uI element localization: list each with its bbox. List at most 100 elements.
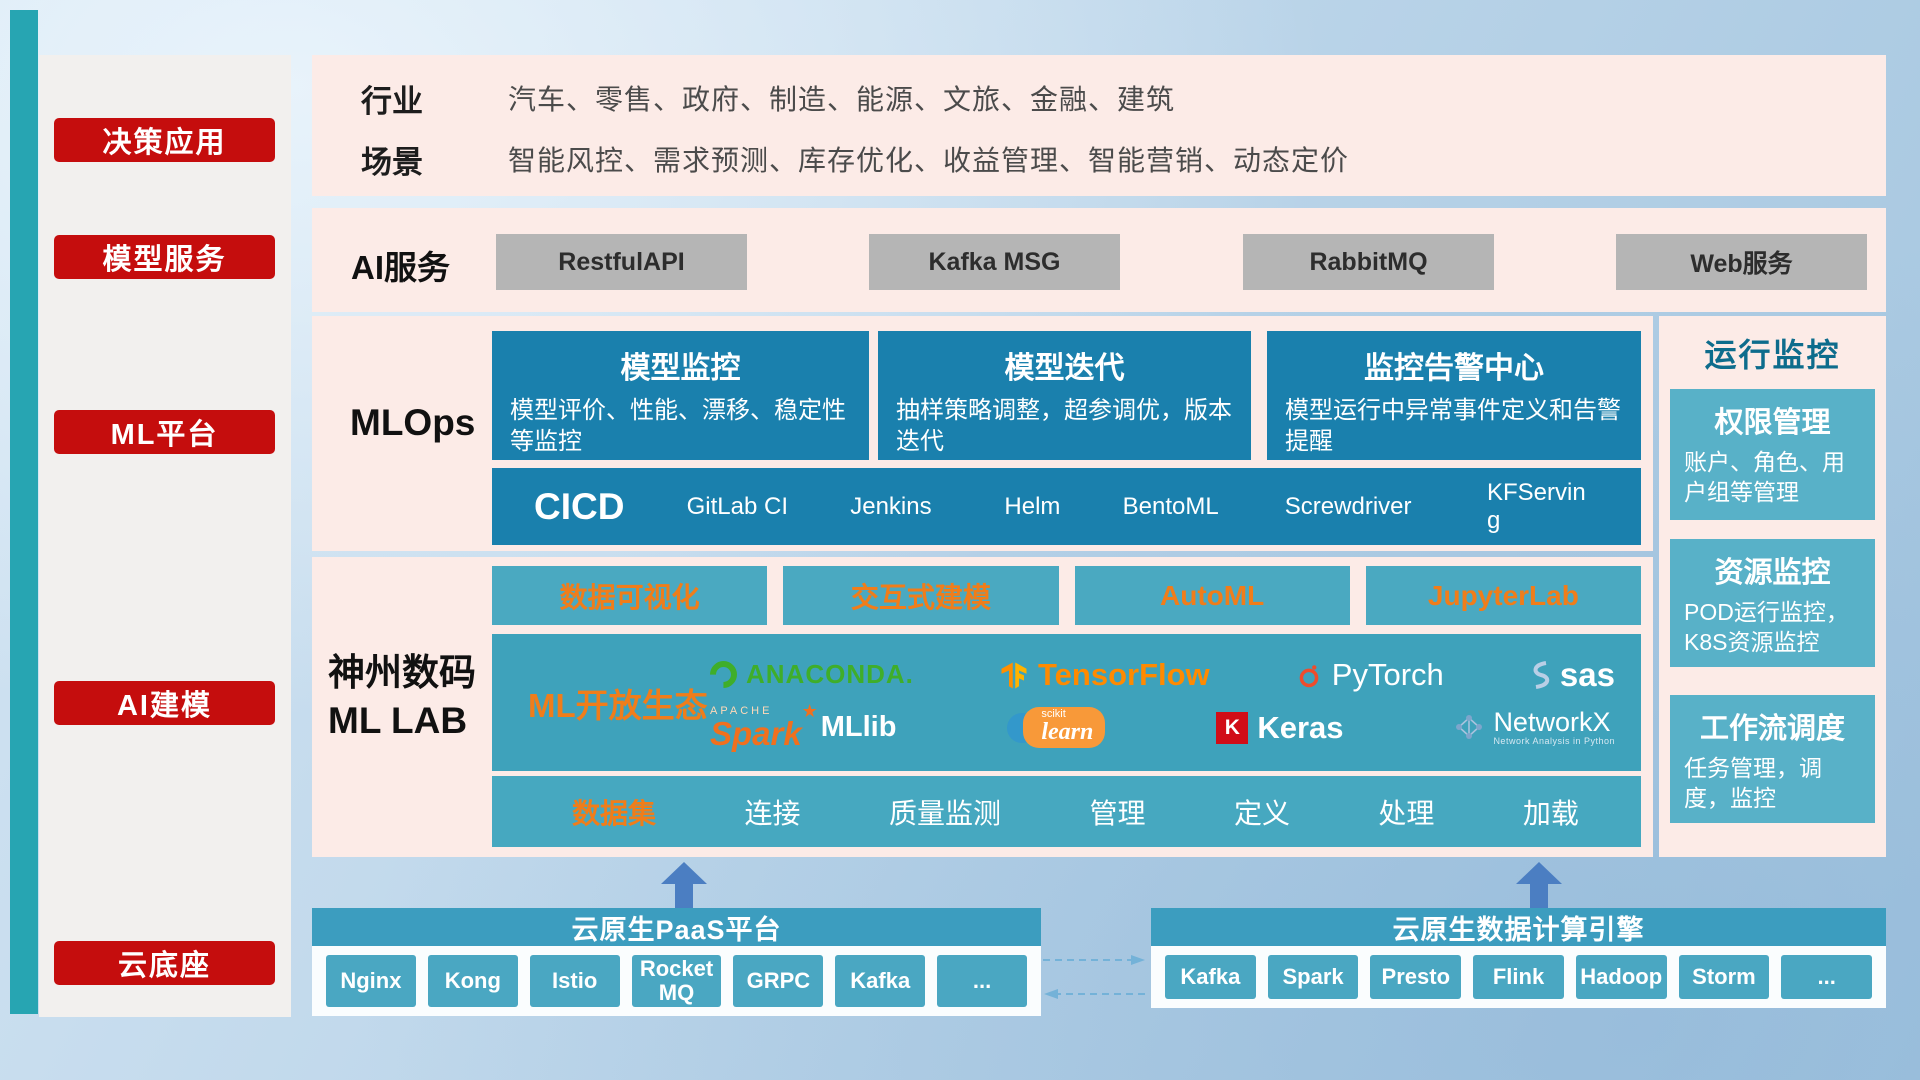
sidebar-item-ai-modeling: AI建模	[54, 681, 275, 725]
arrow-head	[1516, 862, 1562, 884]
pytorch-logo: PyTorch	[1295, 657, 1444, 693]
engine-spark: Spark	[1267, 955, 1359, 999]
card-desc: POD运行监控，K8S资源监控	[1684, 599, 1849, 656]
industry-scene-panel: 行业 汽车、零售、政府、制造、能源、文旅、金融、建筑 场景 智能风控、需求预测、…	[312, 55, 1886, 196]
tool-automl: AutoML	[1074, 566, 1350, 625]
dataset-connect: 连接	[744, 797, 801, 829]
card-desc: 账户、角色、用户组等管理	[1684, 449, 1845, 506]
pytorch-icon	[1299, 664, 1319, 687]
paas-istio: Istio	[529, 955, 620, 1007]
ai-service-label: AI服务	[351, 249, 450, 286]
tensorflow-icon	[1001, 662, 1027, 688]
industry-row: 行业 汽车、零售、政府、制造、能源、文旅、金融、建筑	[361, 75, 1175, 121]
tool-data-visualization: 数据可视化	[492, 566, 768, 625]
paas-kafka: Kafka	[835, 955, 926, 1007]
paas-rocketmq: RocketMQ	[631, 955, 722, 1007]
mlops-panel: MLOps 模型监控 模型评价、性能、漂移、稳定性等监控 模型迭代 抽样策略调整…	[312, 316, 1653, 551]
sidebar-item-ml-platform: ML平台	[54, 410, 275, 454]
cicd-title: CICD	[534, 485, 625, 527]
keras-logo: K Keras	[1216, 709, 1344, 746]
pytorch-text: PyTorch	[1331, 656, 1444, 692]
industry-label: 行业	[361, 83, 423, 119]
paas-grpc: GRPC	[733, 955, 824, 1007]
cicd-gitlab: GitLab CI	[686, 492, 789, 520]
sidebar-item-cloud-base: 云底座	[54, 941, 275, 985]
ai-service-rabbitmq: RabbitMQ	[1243, 234, 1494, 290]
dataset-define: 定义	[1233, 797, 1290, 829]
cicd-kfserving: KFServing	[1486, 478, 1586, 534]
cicd-screwdriver: Screwdriver	[1284, 492, 1412, 520]
ml-lab-label-line1: 神州数码	[328, 652, 476, 693]
cicd-bentoml: BentoML	[1122, 492, 1219, 520]
ai-service-kafka-msg: Kafka MSG	[869, 234, 1120, 290]
engine-kafka: Kafka	[1165, 955, 1256, 999]
card-desc: 模型运行中异常事件定义和告警提醒	[1285, 397, 1621, 456]
category-sidebar: 决策应用 模型服务 ML平台 AI建模 云底座	[39, 55, 291, 1017]
ecosystem-label: ML开放生态	[528, 686, 708, 724]
dataset-process: 处理	[1378, 797, 1435, 829]
arrow-stem	[675, 884, 693, 908]
tensorflow-text: TensorFlow	[1038, 656, 1210, 692]
engine-storm: Storm	[1678, 955, 1770, 999]
paas-kong: Kong	[427, 955, 518, 1007]
engine-components-strip: Kafka Spark Presto Flink Hadoop Storm ..…	[1151, 946, 1886, 1008]
dataset-load: 加载	[1522, 797, 1579, 829]
keras-icon: K	[1216, 711, 1249, 744]
sas-swoosh-icon	[1533, 660, 1550, 689]
workflow-scheduler-card: 工作流调度 任务管理，调度，监控	[1670, 695, 1875, 823]
scikit-text: scikit	[1041, 708, 1066, 720]
logo-row-2: APACHE Spark ★ MLlib scikit learn	[710, 702, 1615, 750]
cicd-row: CICD GitLab CI Jenkins Helm BentoML Scre…	[492, 468, 1641, 545]
spark-apache-text: APACHE	[710, 704, 773, 717]
runtime-monitor-title: 运行监控	[1704, 337, 1841, 373]
scene-list: 智能风控、需求预测、库存优化、收益管理、智能营销、动态定价	[508, 145, 1350, 176]
mlops-label: MLOps	[350, 402, 476, 443]
ml-lab-tools-row: 数据可视化 交互式建模 AutoML JupyterLab	[492, 566, 1641, 625]
sas-logo: sas	[1529, 656, 1615, 694]
mllib-text: MLlib	[820, 711, 897, 743]
card-title: 模型监控	[620, 352, 741, 385]
ml-lab-label: 神州数码 ML LAB	[328, 649, 476, 745]
dataset-label: 数据集	[572, 797, 657, 829]
cicd-jenkins: Jenkins	[850, 492, 932, 520]
learn-text: learn	[1041, 719, 1094, 745]
permission-management-card: 权限管理 账户、角色、用户组等管理	[1670, 389, 1875, 520]
engine-more: ...	[1781, 955, 1873, 999]
ml-lab-panel: 神州数码 ML LAB 数据可视化 交互式建模 AutoML JupyterLa…	[312, 557, 1653, 857]
arrow-head	[661, 862, 707, 884]
paas-more: ...	[937, 955, 1028, 1007]
arrow-stem	[1530, 884, 1548, 908]
spark-star-icon: ★	[801, 700, 818, 721]
engine-chip-row: Kafka Spark Presto Flink Hadoop Storm ..…	[1151, 946, 1886, 1008]
runtime-monitor-panel: 运行监控 权限管理 账户、角色、用户组等管理 资源监控 POD运行监控，K8S资…	[1659, 316, 1886, 857]
ai-service-restfulapi: RestfulAPI	[496, 234, 747, 290]
dataset-quality: 质量监测	[888, 797, 1001, 829]
engine-presto: Presto	[1370, 955, 1462, 999]
networkx-text: NetworkX	[1493, 706, 1611, 737]
paas-chip-row: Nginx Kong Istio RocketMQ GRPC Kafka ...	[312, 946, 1041, 1016]
sidebar-item-model-service: 模型服务	[54, 235, 275, 279]
dashed-arrows-icon	[1043, 955, 1145, 999]
scene-row: 场景 智能风控、需求预测、库存优化、收益管理、智能营销、动态定价	[361, 136, 1349, 182]
alert-center-card: 监控告警中心 模型运行中异常事件定义和告警提醒	[1267, 331, 1641, 460]
left-accent-bar	[10, 10, 38, 1014]
tensorflow-logo: TensorFlow	[999, 657, 1210, 693]
networkx-subtitle: Network Analysis in Python	[1493, 736, 1615, 747]
engine-flink: Flink	[1473, 955, 1564, 999]
sas-text: sas	[1559, 655, 1615, 693]
networkx-text-block: NetworkX Network Analysis in Python	[1493, 706, 1615, 748]
paas-components-strip: Nginx Kong Istio RocketMQ GRPC Kafka ...	[312, 946, 1041, 1016]
resource-monitor-card: 资源监控 POD运行监控，K8S资源监控	[1670, 539, 1875, 667]
paas-platform-bar: 云原生PaaS平台	[312, 908, 1041, 946]
ai-service-panel: AI服务 RestfulAPI Kafka MSG RabbitMQ Web服务	[312, 208, 1886, 312]
anaconda-text: ANACONDA.	[746, 659, 914, 689]
dataset-row: 数据集 连接 质量监测 管理 定义 处理 加载	[492, 776, 1641, 847]
tool-jupyterlab: JupyterLab	[1365, 566, 1641, 625]
spark-logo: APACHE Spark ★	[710, 702, 818, 750]
card-title: 监控告警中心	[1364, 352, 1544, 385]
paas-nginx: Nginx	[326, 955, 416, 1007]
up-arrow-icon	[1516, 862, 1562, 908]
anaconda-icon	[704, 655, 743, 694]
keras-text: Keras	[1257, 709, 1344, 745]
